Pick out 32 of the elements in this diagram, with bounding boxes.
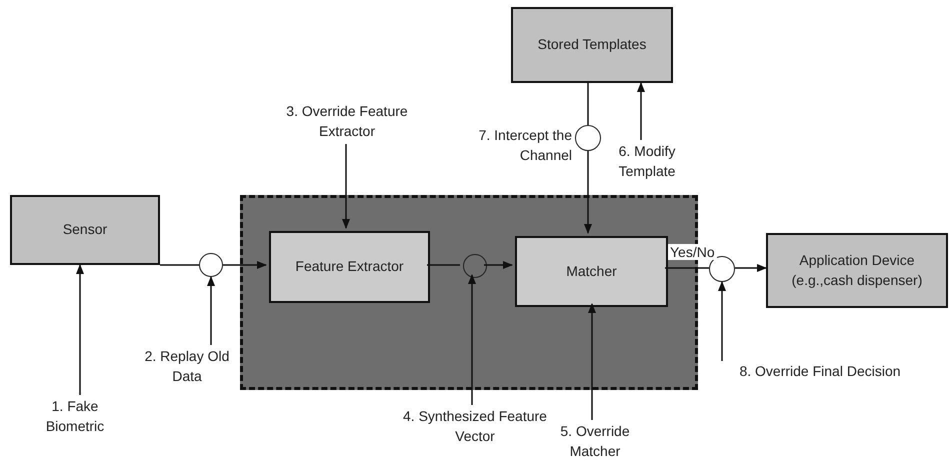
arrow bbox=[484, 261, 513, 269]
process-box bbox=[511, 7, 673, 83]
arrow bbox=[718, 281, 726, 361]
arrow bbox=[468, 274, 476, 405]
arrow bbox=[76, 264, 84, 395]
arrow bbox=[223, 261, 267, 269]
arrow bbox=[207, 276, 215, 345]
attack-label: 7. Intercept the Channel bbox=[478, 126, 572, 165]
process-box bbox=[269, 231, 430, 303]
edge-label: Yes/No bbox=[668, 244, 717, 260]
attack-label: 6. Modify Template bbox=[618, 142, 676, 181]
arrow bbox=[637, 82, 645, 140]
process-box bbox=[515, 236, 668, 307]
box-label: Application Device (e.g.,cash dispenser) bbox=[790, 250, 924, 290]
box-label: Stored Templates bbox=[536, 35, 648, 54]
arrow bbox=[588, 303, 596, 420]
arrow bbox=[584, 151, 592, 234]
arrow bbox=[735, 264, 767, 272]
attack-label: 8. Override Final Decision bbox=[738, 362, 902, 382]
attack-point-circle bbox=[463, 254, 487, 278]
box-label: Matcher bbox=[565, 262, 618, 281]
attack-point-circle bbox=[199, 253, 223, 277]
process-box bbox=[766, 233, 948, 308]
attack-label: 1. Fake Biometric bbox=[44, 397, 106, 436]
arrow bbox=[342, 144, 350, 229]
attack-label: 2. Replay Old Data bbox=[144, 347, 230, 386]
attack-label: 4. Synthesized Feature Vector bbox=[402, 407, 548, 446]
attack-label: 3. Override Feature Extractor bbox=[285, 102, 409, 141]
box-label: Sensor bbox=[62, 220, 108, 240]
process-box bbox=[10, 195, 160, 265]
box-label: Feature Extractor bbox=[294, 257, 405, 276]
attack-label: 5. Override Matcher bbox=[559, 422, 631, 461]
